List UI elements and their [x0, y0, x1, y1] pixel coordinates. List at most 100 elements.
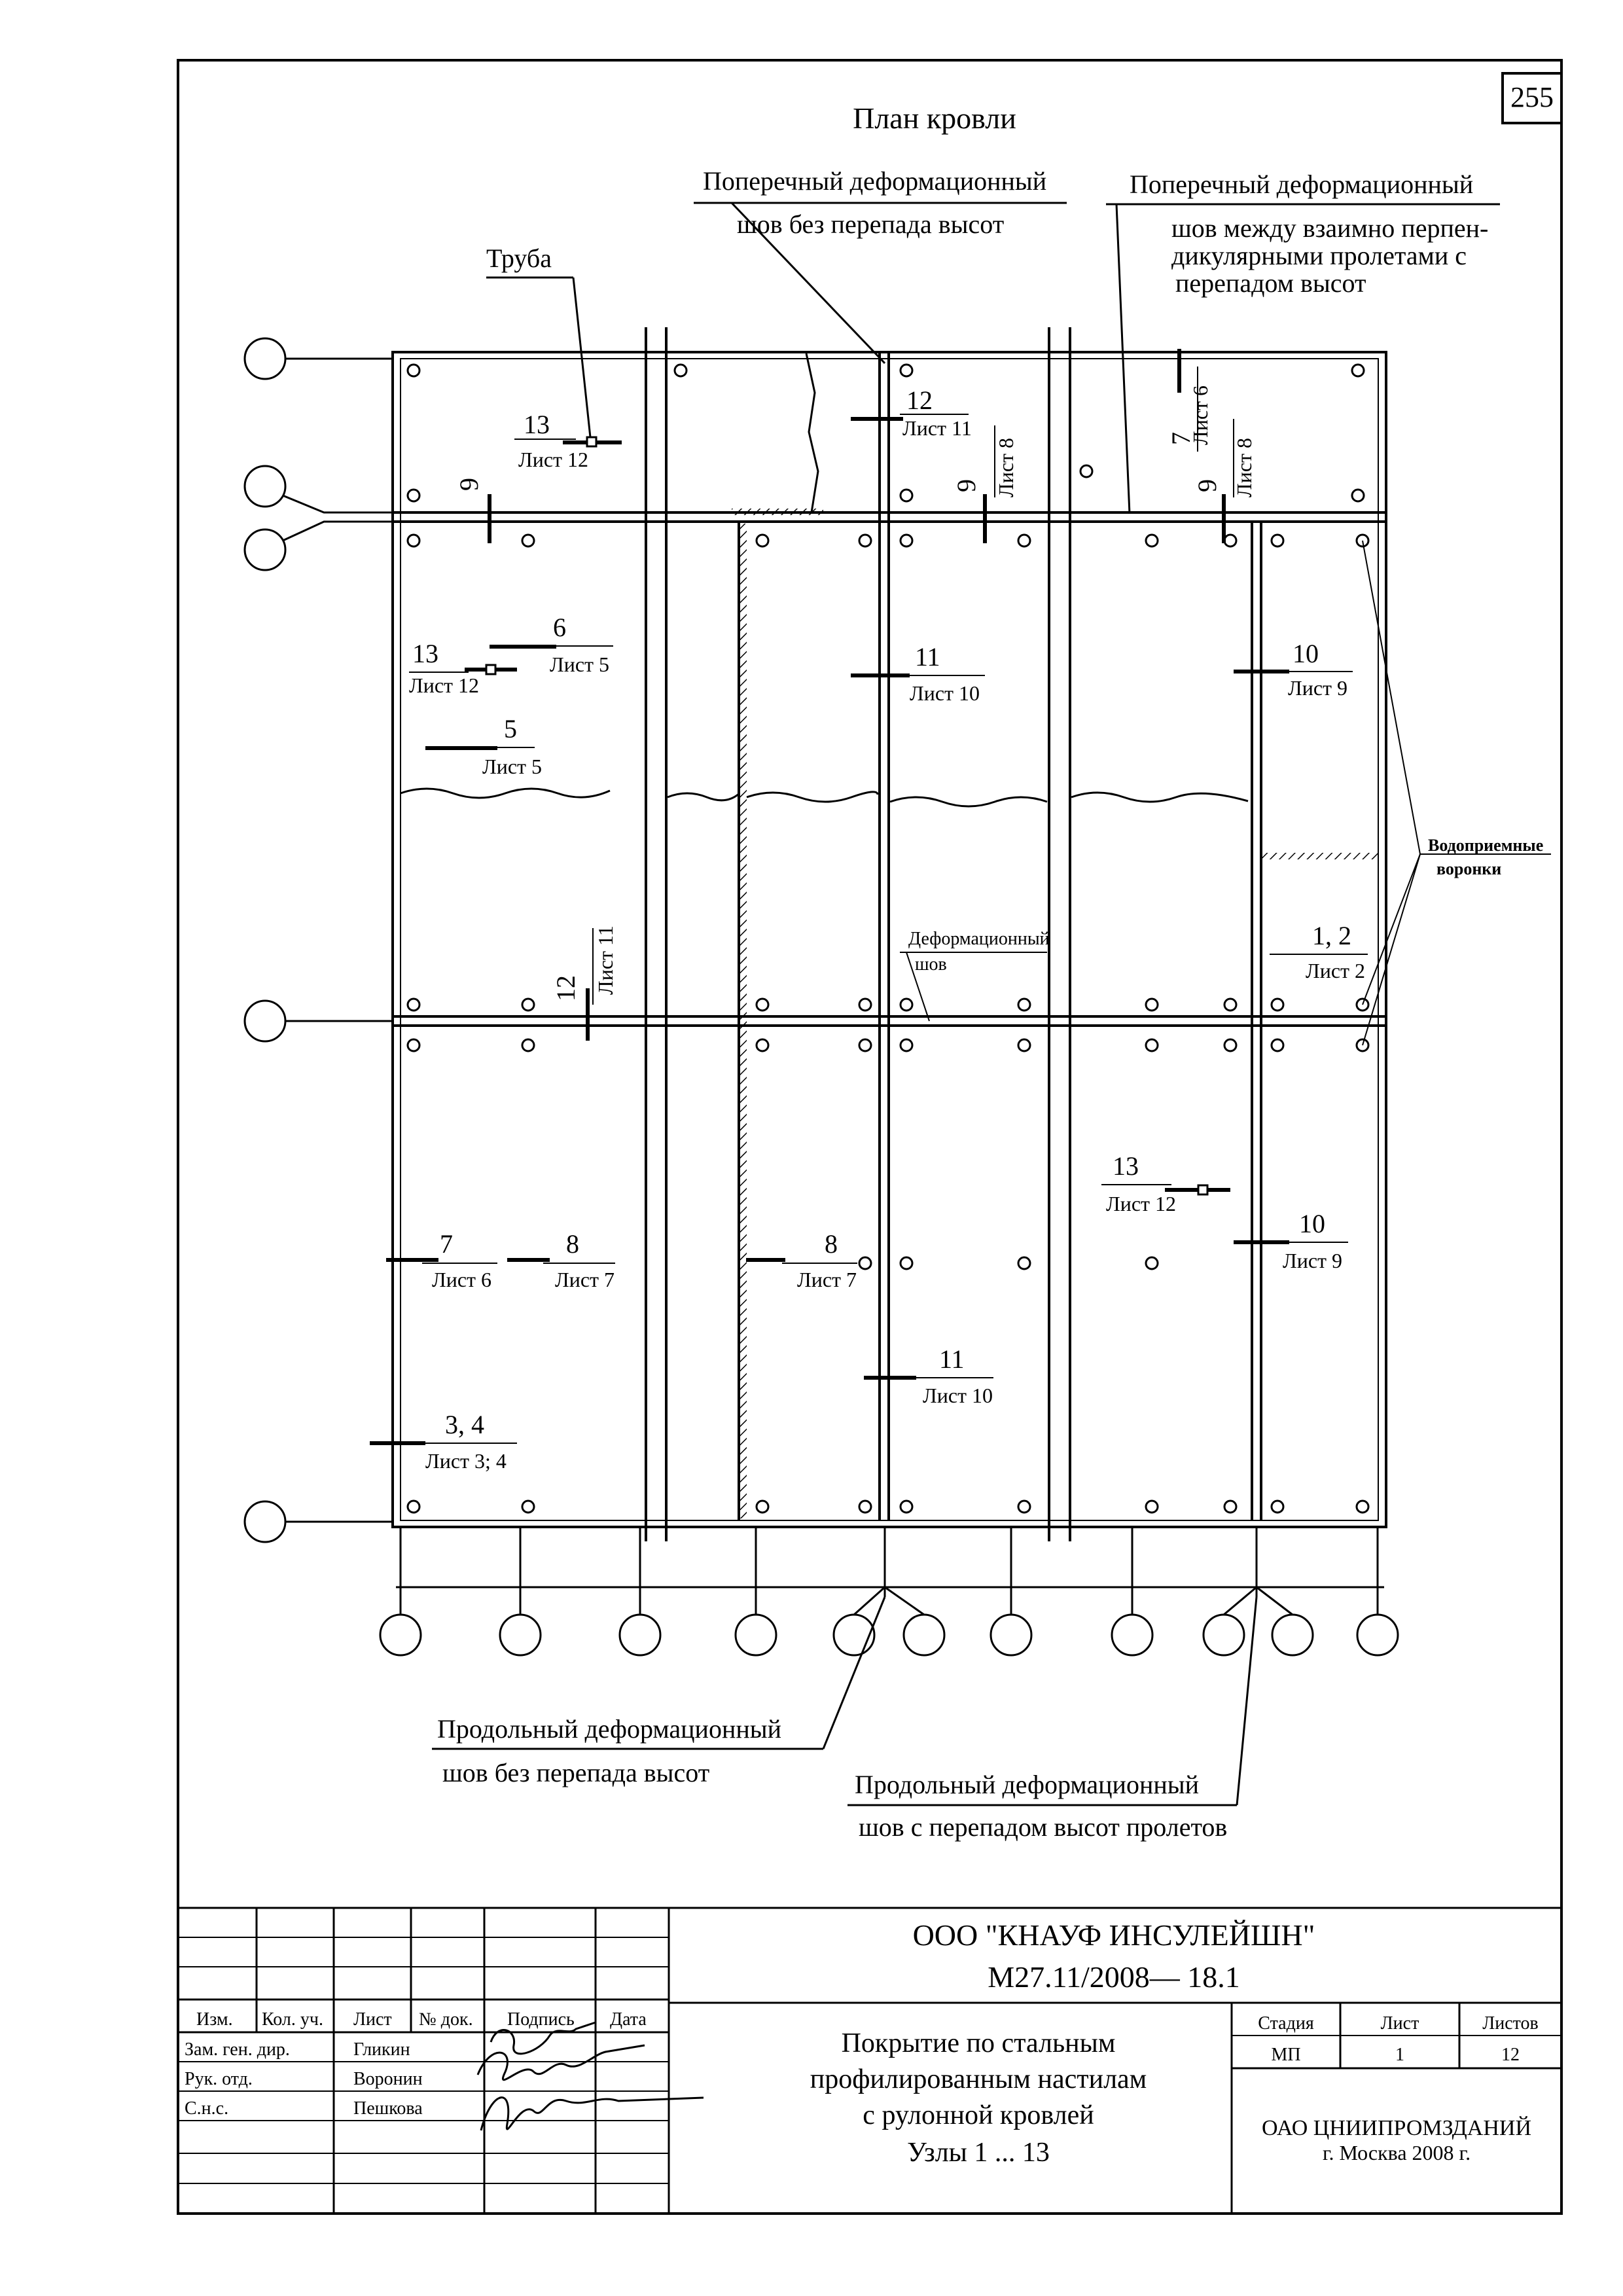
node-sheet: Лист 11	[594, 925, 617, 995]
sheet-value: 1	[1395, 2045, 1404, 2065]
role-3: С.н.с.	[185, 2098, 228, 2119]
node-sheet: Лист 3; 4	[425, 1449, 507, 1473]
name-3: Пешкова	[353, 2098, 423, 2119]
role-2: Рук. отд.	[185, 2069, 253, 2089]
header-sign: Подпись	[507, 2009, 575, 2030]
plan-geometry	[391, 327, 1387, 1541]
callout-long-diff-2: шов с перепадом высот пролетов	[859, 1812, 1227, 1842]
node-number: 11	[939, 1344, 965, 1374]
header-izm: Изм.	[196, 2009, 233, 2030]
node-number: 10	[1299, 1209, 1325, 1238]
hatched-joint-top	[732, 509, 823, 515]
node-number: 8	[566, 1229, 579, 1259]
axis-markers-left	[243, 337, 393, 1543]
deform-joint-callout: Деформационный шов	[900, 929, 1050, 1022]
header-kol: Кол. уч.	[262, 2009, 323, 2030]
header-date: Дата	[610, 2009, 647, 2030]
node-sheet: Лист 5	[482, 755, 542, 778]
sheets-value: 12	[1501, 2045, 1520, 2065]
node-sheet: Лист 2	[1306, 959, 1365, 982]
callout-long-no-diff-2: шов без перепада высот	[442, 1758, 709, 1787]
node-number: 3, 4	[445, 1410, 484, 1439]
node-sheet: Лист 8	[1232, 438, 1256, 497]
node-number: 11	[915, 642, 940, 672]
node-sheet: Лист 6	[1188, 386, 1212, 445]
header-doc: № док.	[419, 2009, 473, 2030]
callout-long-no-diff-1: Продольный деформационный	[437, 1714, 781, 1744]
page-title: План кровли	[853, 101, 1016, 135]
callout-transverse-diff-2: шов между взаимно перпен-	[1171, 213, 1488, 243]
column-markers	[406, 363, 1370, 1514]
callout-transverse-diff-3: дикулярными пролетами с	[1171, 241, 1467, 270]
node-sheet: Лист 12	[518, 448, 588, 471]
node-number: 13	[1113, 1151, 1139, 1181]
name-1: Гликин	[353, 2039, 410, 2060]
node-number: 7	[440, 1229, 453, 1259]
node-number: 8	[825, 1229, 838, 1259]
node-sheet: Лист 9	[1288, 676, 1347, 700]
callout-transverse-no-diff-1: Поперечный деформационный	[703, 166, 1046, 196]
sheet-frame	[177, 59, 1563, 2215]
node-sheet: Лист 6	[432, 1268, 491, 1291]
node-sheet: Лист 11	[902, 416, 972, 440]
funnels-callout: Водоприемные воронки	[1362, 540, 1551, 1046]
node-number: 13	[524, 410, 550, 439]
node-sheet: Лист 7	[555, 1268, 615, 1291]
node-number: 6	[553, 613, 566, 642]
node-sheet: Лист 12	[409, 673, 479, 697]
svg-text:Водоприемные: Водоприемные	[1428, 836, 1543, 855]
callout-pipe: Труба	[486, 243, 552, 273]
name-2: Воронин	[353, 2069, 423, 2089]
signatures	[476, 2021, 704, 2131]
callout-transverse-no-diff-2: шов без перепада высот	[737, 209, 1004, 239]
callout-transverse-diff-4: перепадом высот	[1175, 268, 1366, 298]
description-4: Узлы 1 ... 13	[907, 2138, 1050, 2168]
callout-long-diff-1: Продольный деформационный	[855, 1770, 1199, 1799]
page-number: 255	[1510, 81, 1554, 113]
node-number: 10	[1293, 639, 1319, 668]
org-name: ОАО ЦНИИПРОМЗДАНИЙ	[1262, 2116, 1531, 2140]
stage-label: Стадия	[1258, 2013, 1314, 2034]
node-number: 5	[504, 714, 517, 744]
description-1: Покрытие по стальным	[842, 2028, 1116, 2058]
sheet-label: Лист	[1381, 2013, 1419, 2034]
svg-text:Деформационный: Деформационный	[908, 929, 1050, 949]
node-sheet: Лист 12	[1106, 1192, 1176, 1215]
page-number-box	[1501, 72, 1563, 124]
node-sheet: Лист 5	[550, 653, 609, 676]
title-code: М27.11/2008— 18.1	[988, 1960, 1240, 1994]
node-sheet: Лист 9	[1283, 1249, 1342, 1272]
node-number: 1, 2	[1312, 921, 1351, 950]
svg-text:шов: шов	[915, 954, 947, 975]
break-lines	[400, 787, 1249, 808]
stage-value: МП	[1271, 2045, 1300, 2065]
node-sheet: Лист 10	[910, 681, 980, 705]
pipe-markers	[485, 436, 1209, 1196]
node-number: 12	[906, 386, 933, 415]
title-block	[178, 1907, 1561, 2214]
node-number: 9	[454, 478, 484, 491]
callout-transverse-diff-1: Поперечный деформационный	[1130, 170, 1473, 199]
node-labels: 13 Лист 12 9 12 Лист 11 9 Лист 8 7 Лист …	[409, 367, 1368, 1473]
hatched-funnel-zone	[1261, 853, 1378, 859]
node-number: 13	[412, 639, 438, 668]
node-number: 12	[551, 975, 580, 1001]
header-list: Лист	[353, 2009, 392, 2030]
node-sheet: Лист 7	[797, 1268, 857, 1291]
title-company: ООО "КНАУФ ИНСУЛЕЙШН"	[913, 1918, 1315, 1952]
node-number: 7	[1166, 432, 1196, 445]
sheets-label: Листов	[1482, 2013, 1539, 2034]
node-number: 9	[1192, 479, 1222, 492]
node-sheet: Лист 8	[994, 438, 1018, 497]
org-city: г. Москва 2008 г.	[1323, 2141, 1471, 2164]
description-3: с рулонной кровлей	[863, 2100, 1094, 2130]
hatched-wave-top	[805, 353, 819, 513]
axis-markers-bottom	[379, 1527, 1399, 1657]
role-1: Зам. ген. дир.	[185, 2039, 290, 2060]
svg-text:воронки: воронки	[1436, 859, 1501, 878]
node-number: 9	[952, 479, 981, 492]
hatched-joint-vertical-1	[739, 524, 747, 1518]
node-sheet: Лист 10	[923, 1384, 993, 1407]
description-2: профилированным настилам	[810, 2064, 1147, 2094]
